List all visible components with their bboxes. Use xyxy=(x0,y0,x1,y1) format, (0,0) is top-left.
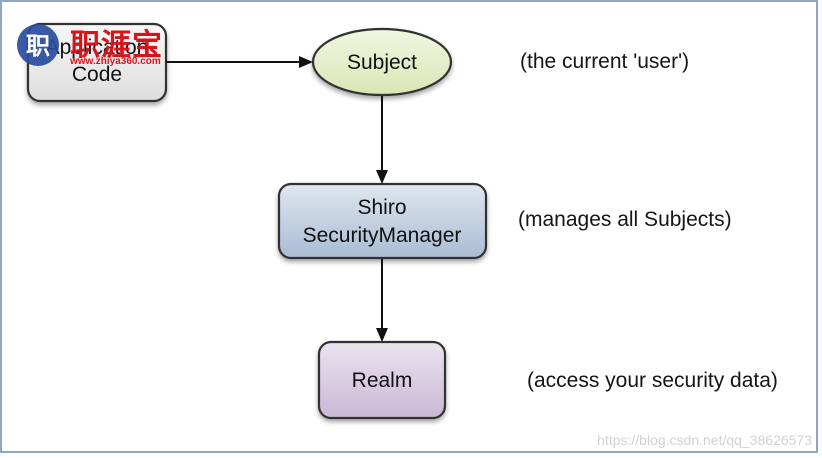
watermark-url: www.zhiya360.com xyxy=(70,56,161,67)
source-watermark: https://blog.csdn.net/qq_38626573 xyxy=(597,432,812,448)
application-code-node: Application Code xyxy=(26,22,168,103)
security-manager-label-line1: Shiro xyxy=(357,196,406,219)
watermark-logo-icon: 职 xyxy=(17,24,59,66)
subject-node: Subject xyxy=(311,27,453,97)
subject-annotation: (the current 'user') xyxy=(520,50,690,73)
security-manager-annotation: (manages all Subjects) xyxy=(518,208,732,231)
security-manager-label-line2: SecurityManager xyxy=(303,224,462,247)
realm-label: Realm xyxy=(352,369,413,392)
realm-annotation: (access your security data) xyxy=(527,369,778,392)
watermark-brand: 职涯宝 xyxy=(70,28,163,63)
application-code-label-line1: Application xyxy=(46,36,149,59)
realm-node: Realm xyxy=(317,340,447,420)
watermark-logo-char: 职 xyxy=(26,31,50,60)
subject-label: Subject xyxy=(347,51,417,74)
security-manager-node: Shiro SecurityManager xyxy=(277,182,488,260)
application-code-label-line2: Code xyxy=(72,63,122,86)
